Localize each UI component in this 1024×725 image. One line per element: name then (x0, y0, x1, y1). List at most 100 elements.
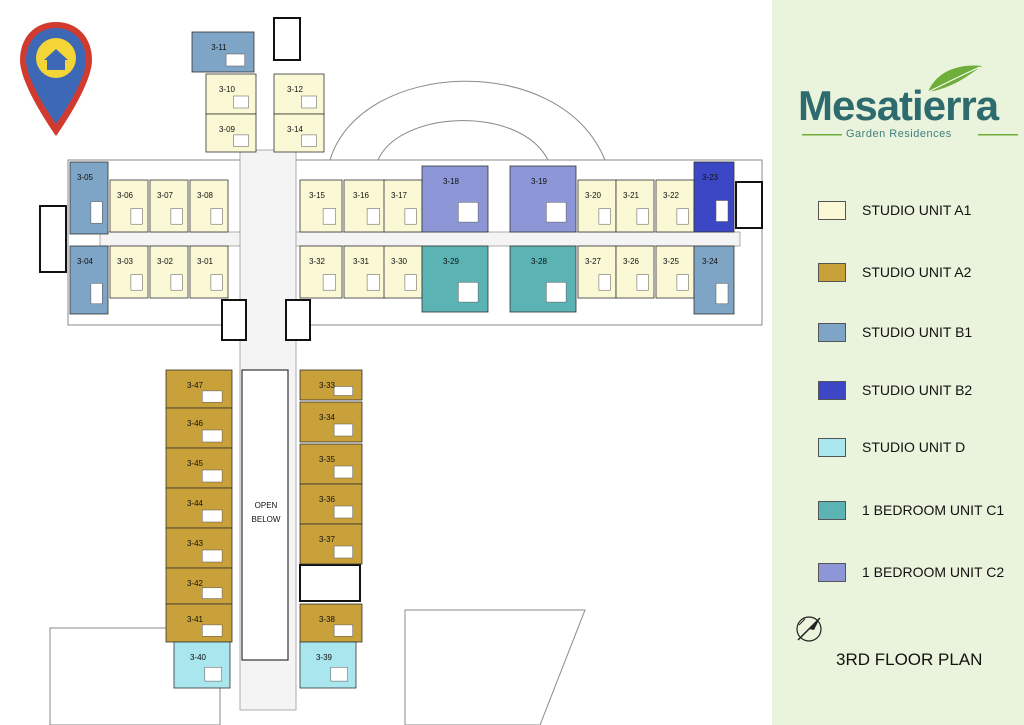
legend-panel: Mesatierra Garden Residences STUDIO UNIT… (772, 0, 1024, 725)
unit-label: 3-18 (443, 177, 460, 186)
unit-label: 3-11 (211, 43, 227, 52)
unit-bathroom (404, 208, 417, 225)
unit-label: 3-40 (190, 653, 207, 662)
open-below-line-2: BELOW (252, 515, 281, 524)
legend-item: STUDIO UNIT A1 (818, 200, 971, 220)
unit-label: 3-42 (187, 579, 204, 588)
unit-bathroom (170, 274, 183, 291)
unit-3-27: 3-27 (577, 245, 617, 299)
unit-bathroom (458, 282, 479, 303)
legend-swatch (818, 562, 846, 582)
unit-3-09: 3-09 (205, 113, 257, 153)
unit-label: 3-08 (197, 191, 214, 200)
unit-label: 3-17 (391, 191, 408, 200)
unit-label: 3-22 (663, 191, 680, 200)
unit-bathroom (90, 283, 103, 305)
legend-swatch (818, 322, 846, 342)
unit-label: 3-37 (319, 535, 336, 544)
legend-item: STUDIO UNIT B1 (818, 322, 972, 342)
unit-3-04: 3-04 (69, 245, 109, 315)
unit-3-26: 3-26 (615, 245, 655, 299)
unit-label: 3-36 (319, 495, 336, 504)
unit-3-35: 3-35 (299, 443, 363, 485)
unit-3-18: 3-18 (421, 165, 489, 233)
legend-item: STUDIO UNIT B2 (818, 380, 972, 400)
unit-3-34: 3-34 (299, 401, 363, 443)
unit-3-02: 3-02 (149, 245, 189, 299)
unit-bathroom (366, 274, 380, 291)
unit-3-07: 3-07 (149, 179, 189, 233)
legend-label: 1 BEDROOM UNIT C2 (862, 564, 1005, 580)
unit-label: 3-27 (585, 257, 602, 266)
unit-3-20: 3-20 (577, 179, 617, 233)
unit-label: 3-01 (197, 257, 214, 266)
legend-swatch (818, 262, 846, 282)
unit-bathroom (202, 624, 223, 637)
unit-label: 3-06 (117, 191, 134, 200)
unit-label: 3-38 (319, 615, 336, 624)
unit-bathroom (404, 274, 417, 291)
unit-bathroom (233, 95, 249, 109)
unit-3-28: 3-28 (509, 245, 577, 313)
unit-bathroom (676, 274, 689, 291)
unit-3-08: 3-08 (189, 179, 229, 233)
legend-swatch (818, 380, 846, 400)
unit-3-14: 3-14 (273, 113, 325, 153)
unit-bathroom (225, 53, 245, 67)
unit-bathroom (210, 208, 223, 225)
unit-label: 3-28 (531, 257, 548, 266)
unit-area (693, 161, 735, 233)
legend-label: STUDIO UNIT B1 (862, 324, 973, 340)
unit-label: 3-29 (443, 257, 460, 266)
unit-label: 3-03 (117, 257, 134, 266)
unit-bathroom (458, 202, 479, 223)
unit-3-39: 3-39 (299, 641, 357, 689)
unit-3-21: 3-21 (615, 179, 655, 233)
unit-label: 3-32 (309, 257, 326, 266)
unit-bathroom (546, 282, 567, 303)
unit-3-29: 3-29 (421, 245, 489, 313)
unit-label: 3-05 (77, 173, 94, 182)
legend-item: STUDIO UNIT A2 (818, 262, 971, 282)
unit-bathroom (202, 549, 223, 563)
unit-bathroom (333, 545, 353, 559)
unit-3-24: 3-24 (693, 245, 735, 315)
unit-bathroom (636, 274, 649, 291)
open-below-void (241, 369, 289, 661)
unit-label: 3-15 (309, 191, 326, 200)
brand-name: Mesatierra (798, 82, 999, 129)
unit-bathroom (204, 667, 222, 682)
legend-item: 1 BEDROOM UNIT C1 (818, 500, 1004, 520)
unit-3-46: 3-46 (165, 407, 233, 449)
unit-3-25: 3-25 (655, 245, 695, 299)
unit-bathroom (546, 202, 567, 223)
stairs-and-lifts (39, 17, 763, 602)
unit-label: 3-16 (353, 191, 370, 200)
unit-3-19: 3-19 (509, 165, 577, 233)
legend-item: 1 BEDROOM UNIT C2 (818, 562, 1004, 582)
unit-label: 3-34 (319, 413, 336, 422)
unit-label: 3-30 (391, 257, 408, 266)
unit-bathroom (333, 624, 353, 637)
unit-3-41: 3-41 (165, 603, 233, 643)
unit-area (205, 113, 257, 153)
unit-bathroom (170, 208, 183, 225)
unit-3-03: 3-03 (109, 245, 149, 299)
unit-label: 3-21 (623, 191, 640, 200)
unit-bathroom (202, 429, 223, 443)
unit-label: 3-14 (287, 125, 304, 134)
unit-label: 3-44 (187, 499, 204, 508)
unit-bathroom (301, 134, 317, 147)
unit-label: 3-46 (187, 419, 204, 428)
unit-3-47: 3-47 (165, 369, 233, 409)
legend-swatch (818, 200, 846, 220)
unit-label: 3-20 (585, 191, 602, 200)
unit-3-33: 3-33 (299, 369, 363, 401)
unit-area (299, 641, 357, 689)
unit-label: 3-19 (531, 177, 548, 186)
legend-label: STUDIO UNIT A2 (862, 264, 972, 280)
unit-3-30: 3-30 (383, 245, 423, 299)
unit-label: 3-09 (219, 125, 236, 134)
